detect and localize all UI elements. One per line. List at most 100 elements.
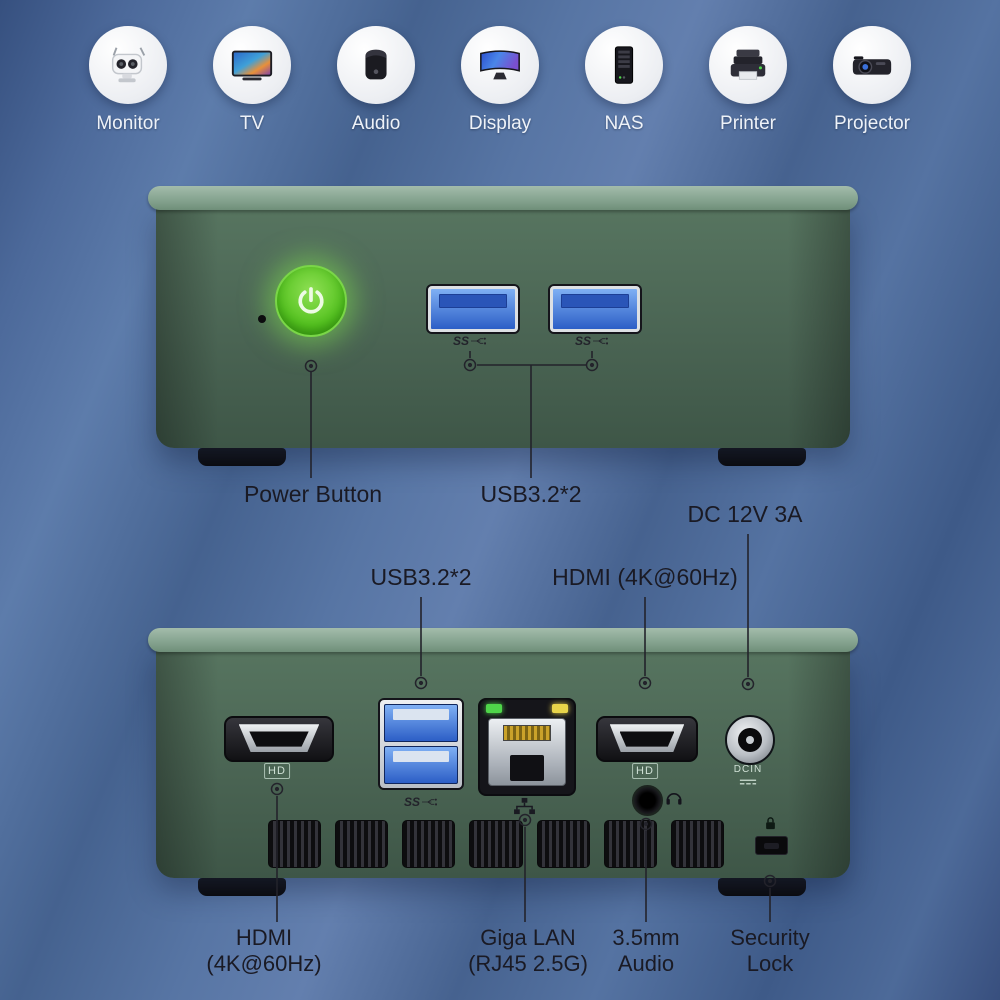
ss-text: SS <box>452 334 470 348</box>
lan-led-green <box>486 704 502 713</box>
usb-trident-icon <box>422 798 437 806</box>
device-item-monitor: Monitor <box>78 26 178 135</box>
device-circle <box>833 26 911 104</box>
label-line: Security <box>730 925 810 950</box>
curved-display-icon <box>480 50 520 80</box>
back-foot-left <box>198 878 286 896</box>
label-audio: 3.5mm Audio <box>612 925 679 977</box>
usb-port-front-2 <box>550 286 640 332</box>
lan-led-yellow <box>552 704 568 713</box>
lock-icon <box>766 817 775 830</box>
dc-power-jack <box>725 715 775 765</box>
rj45-pins <box>503 725 551 741</box>
tv-icon <box>231 50 273 81</box>
vent-grille <box>603 820 657 868</box>
usb-tongue <box>393 709 449 720</box>
device-item-audio: Audio <box>326 26 426 135</box>
vent-grille <box>268 820 322 868</box>
device-label: Monitor <box>96 113 160 134</box>
label-line: Lock <box>746 951 794 976</box>
device-item-tv: TV <box>202 26 302 135</box>
device-label: Projector <box>833 113 911 134</box>
usb-trident-icon <box>593 337 608 345</box>
vent-grille <box>402 820 456 868</box>
hdmi-port-1 <box>224 716 334 762</box>
usb-tongue <box>393 751 449 762</box>
label-power-button: Power Button <box>243 481 383 507</box>
front-top-edge <box>148 186 858 210</box>
usb-ports-rear <box>378 698 464 790</box>
front-foot-left <box>198 448 286 466</box>
ss-text: SS <box>574 334 592 348</box>
device-circle <box>213 26 291 104</box>
label-hdmi-bottom: HDMI (4K@60Hz) <box>206 925 321 977</box>
ss-text: SS <box>403 795 421 809</box>
security-lock-slot <box>755 836 788 855</box>
ethernet-port <box>478 698 576 796</box>
label-dc-power: DC 12V 3A <box>687 501 803 527</box>
front-foot-right <box>718 448 806 466</box>
device-circle <box>585 26 663 104</box>
device-circle <box>337 26 415 104</box>
device-label: Audio <box>351 113 401 134</box>
device-item-nas: NAS <box>574 26 674 135</box>
power-button-area <box>269 259 353 343</box>
server-icon <box>614 46 634 84</box>
label-hdmi-back: HDMI (4K@60Hz) <box>552 564 738 590</box>
rj45-clip-slot <box>510 755 544 781</box>
device-label: Printer <box>720 113 776 134</box>
device-circle <box>461 26 539 104</box>
vent-grille-row <box>268 820 724 868</box>
vent-grille <box>670 820 724 868</box>
vent-grille <box>335 820 389 868</box>
usb-port-rear-2 <box>384 746 458 784</box>
label-line: 3.5mm <box>612 925 680 950</box>
usb-ss-marking: SS <box>575 334 609 348</box>
device-item-printer: Printer <box>698 26 798 135</box>
dc-jack-pin <box>746 736 754 744</box>
dcin-label: DCIN <box>733 764 763 775</box>
hdmi-slot <box>249 731 309 747</box>
headphone-icon <box>666 793 682 805</box>
rj45-metal-frame <box>488 718 566 786</box>
device-label: Display <box>468 113 532 134</box>
label-line: (4K@60Hz) <box>206 951 322 976</box>
projector-icon <box>852 56 892 75</box>
back-top-edge <box>148 628 858 652</box>
device-label: NAS <box>604 113 644 134</box>
network-icon <box>514 797 535 815</box>
speaker-icon <box>365 49 387 80</box>
label-line: Giga LAN <box>480 925 576 950</box>
device-icon-row: Monitor TV <box>78 26 922 135</box>
usb-ss-marking: SS <box>404 795 438 809</box>
mic-hole <box>258 315 266 323</box>
usb-port-rear-1 <box>384 704 458 742</box>
usb-port-front-1 <box>428 286 518 332</box>
hd-badge: HD <box>632 763 658 779</box>
label-security-lock: Security Lock <box>730 925 809 977</box>
power-button <box>275 265 347 337</box>
usb-tongue <box>561 294 629 308</box>
usb-ss-marking: SS <box>453 334 487 348</box>
vent-grille <box>469 820 523 868</box>
label-usb-front: USB3.2*2 <box>480 481 582 507</box>
security-camera-icon <box>111 47 146 83</box>
device-item-projector: Projector <box>822 26 922 135</box>
device-circle <box>709 26 787 104</box>
label-giga-lan: Giga LAN (RJ45 2.5G) <box>468 925 588 977</box>
hdmi-slot <box>619 731 675 747</box>
audio-jack <box>632 785 663 816</box>
device-circle <box>89 26 167 104</box>
label-line: Audio <box>617 951 675 976</box>
device-label: TV <box>239 113 265 134</box>
hd-badge: HD <box>264 763 290 779</box>
label-usb-back: USB3.2*2 <box>370 564 472 590</box>
dc-symbol-icon <box>739 779 757 785</box>
vent-grille <box>536 820 590 868</box>
usb-tongue <box>439 294 507 308</box>
device-item-display: Display <box>450 26 550 135</box>
label-line: (RJ45 2.5G) <box>468 951 588 976</box>
back-foot-right <box>718 878 806 896</box>
power-icon <box>298 287 324 314</box>
